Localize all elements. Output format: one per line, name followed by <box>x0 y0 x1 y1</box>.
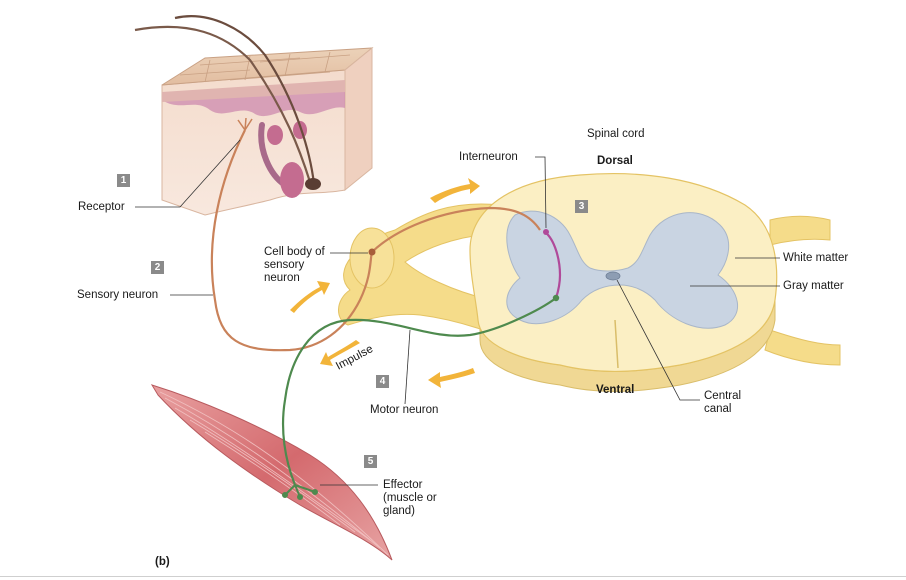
label-interneuron: Interneuron <box>459 151 518 163</box>
spinal-nerve <box>338 203 841 366</box>
step-badge-2: 2 <box>151 261 164 274</box>
step-badge-5: 5 <box>364 455 377 468</box>
label-white-matter: White matter <box>783 252 849 264</box>
figure-bottom-rule <box>0 576 906 577</box>
step-badge-4: 4 <box>376 375 389 388</box>
label-gray-matter: Gray matter <box>783 280 844 292</box>
label-receptor: Receptor <box>78 201 125 213</box>
step-badge-3: 3 <box>575 200 588 213</box>
label-sensory-neuron: Sensory neuron <box>77 289 159 301</box>
sensory-cell-body <box>368 248 376 256</box>
receptor-endings <box>237 117 253 131</box>
label-motor-neuron: Motor neuron <box>370 404 439 416</box>
muscle <box>150 384 393 561</box>
interneuron-path <box>544 231 562 299</box>
motor-end-plates <box>282 484 318 500</box>
label-dorsal: Dorsal <box>597 155 633 167</box>
label-cell-body: Cell body of sensory neuron <box>264 246 325 284</box>
label-ventral: Ventral <box>596 384 635 396</box>
label-spinal-cord: Spinal cord <box>587 128 645 140</box>
leader-lines <box>135 139 780 486</box>
motor-neuron-path <box>281 297 557 486</box>
label-central-canal: Central canal <box>704 390 742 415</box>
step-badge-1: 1 <box>117 174 130 187</box>
panel-label: (b) <box>155 556 170 568</box>
label-effector: Effector (muscle or gland) <box>383 479 437 517</box>
impulse-arrows <box>290 178 480 388</box>
spinal-cord <box>469 173 778 392</box>
skin-block <box>134 15 374 216</box>
